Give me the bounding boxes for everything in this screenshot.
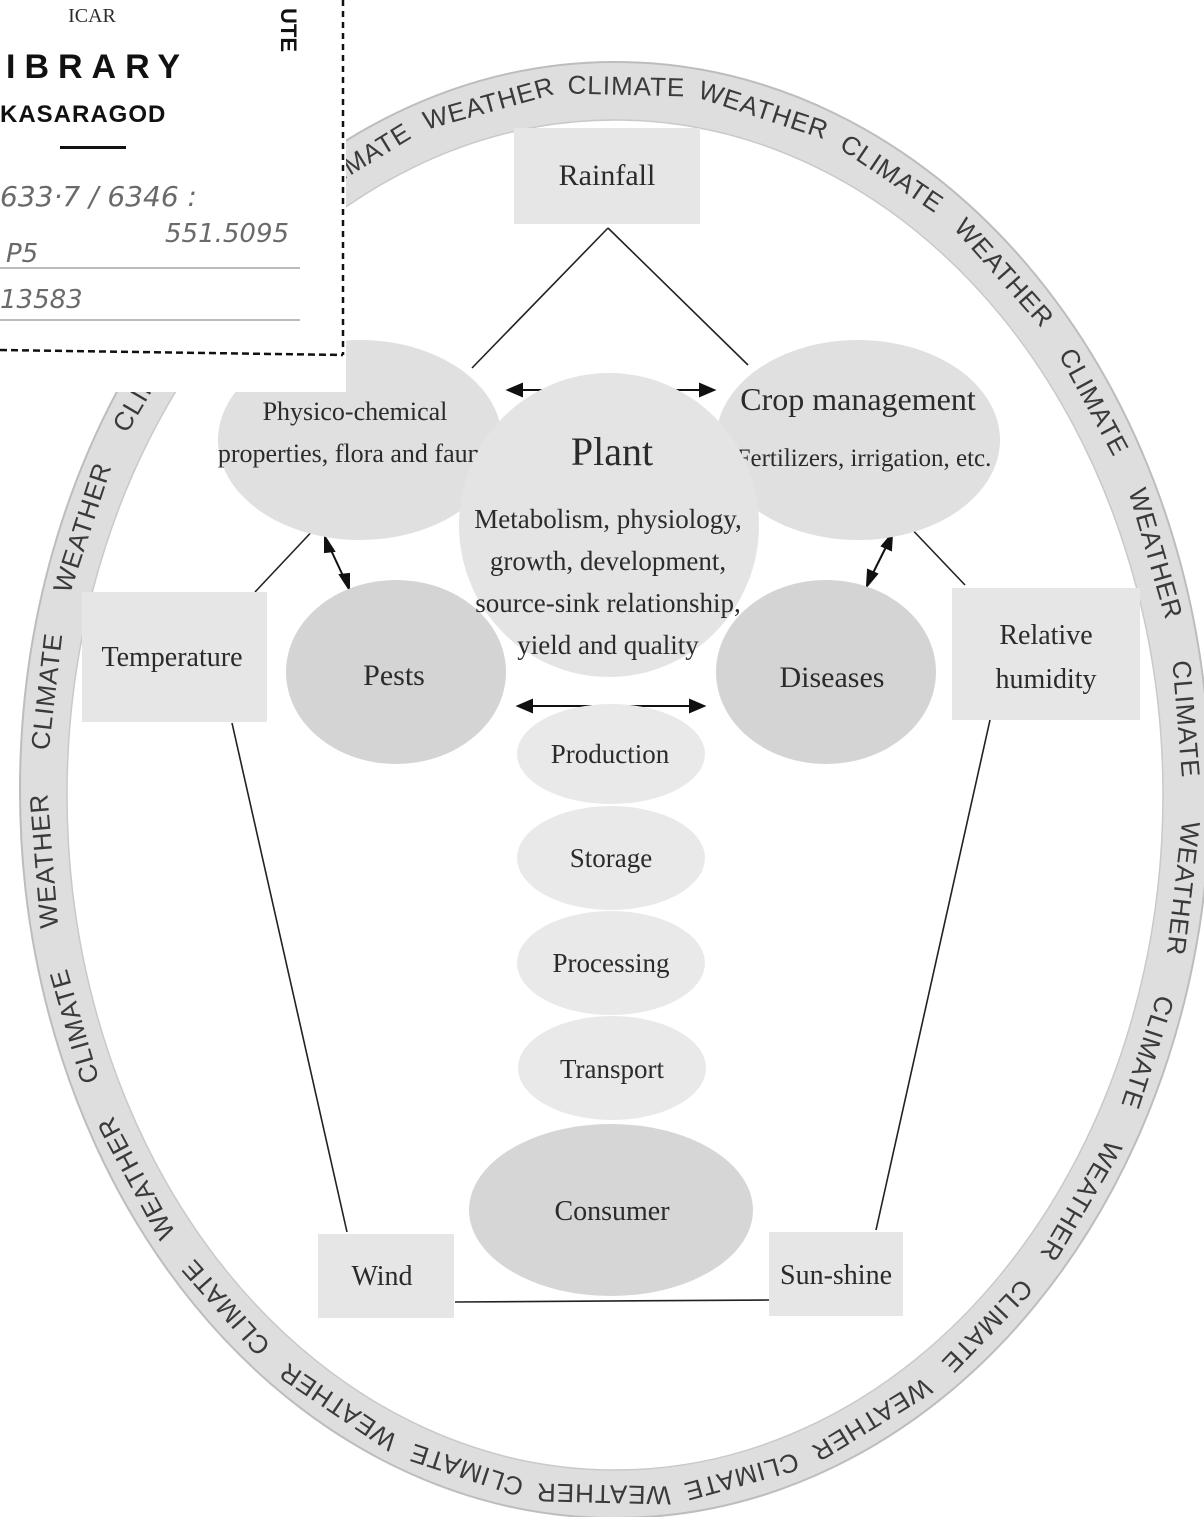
soil-line2: properties, flora and fauna xyxy=(218,439,493,468)
stamp-title: IBRARY xyxy=(6,48,189,86)
stamp-side-text: UTE xyxy=(276,8,301,52)
production-ellipse xyxy=(517,704,705,804)
relative-humidity-line1: Relative xyxy=(999,620,1092,651)
relative-humidity-box xyxy=(952,588,1140,720)
consumer-ellipse xyxy=(469,1124,753,1296)
plant-line-4: yield and quality xyxy=(517,630,699,660)
ring-word: CLIMATE xyxy=(567,70,685,103)
plant-line-2: growth, development, xyxy=(490,546,726,576)
wind-label: Wind xyxy=(351,1261,412,1292)
stamp-place: KASARAGOD xyxy=(0,101,166,128)
production-label: Production xyxy=(551,739,670,769)
pests-label: Pests xyxy=(363,659,425,692)
temperature-label: Temperature xyxy=(101,642,242,673)
connector-lines xyxy=(231,227,991,1303)
temperature-box xyxy=(82,592,267,722)
pests-ellipse xyxy=(286,580,506,764)
plant-circle xyxy=(459,373,759,677)
wind-box xyxy=(318,1234,454,1318)
consumer-label: Consumer xyxy=(554,1196,670,1227)
sunshine-box xyxy=(769,1232,903,1316)
stamp-rule xyxy=(60,146,126,149)
transport-ellipse xyxy=(518,1016,706,1120)
plant-line-1: Metabolism, physiology, xyxy=(474,504,742,534)
storage-label: Storage xyxy=(570,843,652,873)
soil-line1: Physico-chemical xyxy=(263,397,448,426)
diseases-ellipse xyxy=(716,580,936,764)
rainfall-label: Rainfall xyxy=(559,159,656,192)
processing-ellipse xyxy=(517,911,705,1015)
crop-management-detail: Fertilizers, irrigation, etc. xyxy=(737,445,992,472)
storage-ellipse xyxy=(517,806,705,910)
plant-title: Plant xyxy=(571,429,653,474)
handwritten-call-number: 633·7 / 6346 : xyxy=(0,180,197,213)
stamp-org: ICAR xyxy=(68,5,116,27)
crop-management-ellipse xyxy=(716,340,1000,540)
crop-management-title: Crop management xyxy=(740,381,976,417)
plant-line-3: source-sink relationship, xyxy=(475,588,740,618)
handwritten-accession: 13583 xyxy=(0,285,83,315)
handwritten-code: P5 xyxy=(6,239,38,269)
relative-humidity-line2: humidity xyxy=(995,664,1096,695)
processing-label: Processing xyxy=(553,948,670,978)
handwritten-sub-number: 551.5095 xyxy=(165,219,289,249)
library-stamp: ICAR UTE IBRARY KASARAGOD 633·7 / 6346 :… xyxy=(0,0,346,392)
diseases-label: Diseases xyxy=(780,661,885,694)
sunshine-label: Sun-shine xyxy=(780,1260,892,1291)
transport-label: Transport xyxy=(560,1054,665,1084)
rainfall-box xyxy=(514,128,700,224)
ring-word: WEATHER xyxy=(536,1477,672,1510)
